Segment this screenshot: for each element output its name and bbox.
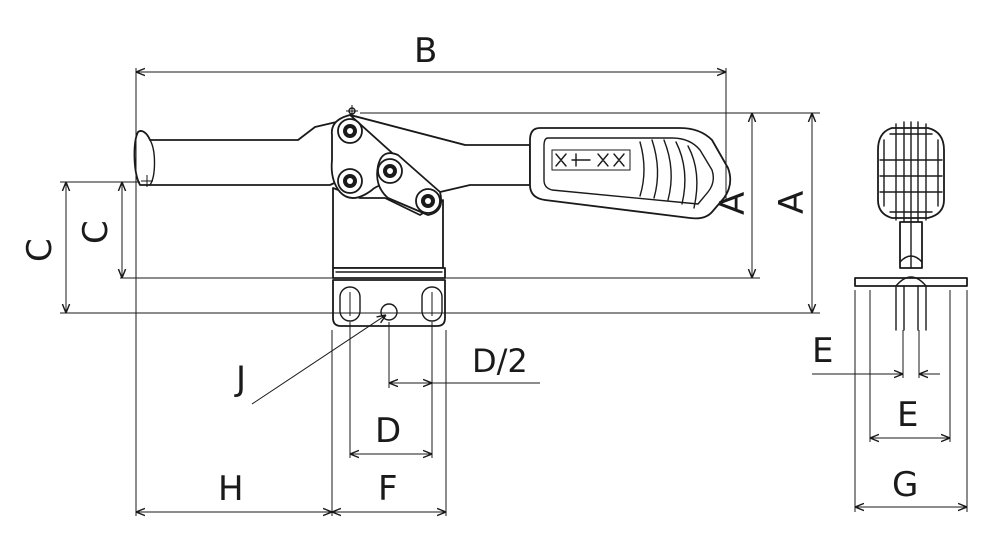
label-D: D <box>375 411 401 451</box>
pivot-bottom-left <box>337 168 363 194</box>
center-pin-hole <box>380 303 398 321</box>
mount-slot-left <box>339 286 361 322</box>
base-plate-top <box>332 267 446 279</box>
label-G: G <box>892 465 918 505</box>
dimension-labels: B A A C C H F D D/2 J G E E <box>20 31 918 509</box>
front-base-plate <box>854 277 968 287</box>
pivot-top-left <box>337 118 363 144</box>
grip-label-mark <box>551 149 631 171</box>
leader-line-J <box>251 315 386 405</box>
base-foot <box>332 279 446 327</box>
handle-grip <box>529 127 732 220</box>
grip-ribs <box>639 139 698 209</box>
pivot-link-bottom <box>415 188 441 214</box>
label-B: B <box>414 31 437 71</box>
label-F: F <box>378 469 398 509</box>
label-A-inner: A <box>713 192 753 215</box>
label-C-inner: C <box>76 220 116 244</box>
label-E-upper: E <box>812 331 833 371</box>
label-H: H <box>218 469 244 509</box>
label-D-half: D/2 <box>472 342 528 380</box>
dimensions <box>60 68 968 516</box>
arm-end-cap <box>149 139 156 186</box>
label-A-outer: A <box>772 191 812 214</box>
clamp-arm <box>133 119 346 186</box>
front-view <box>854 121 968 331</box>
label-J: J <box>234 359 246 399</box>
label-C-outer: C <box>20 238 60 262</box>
label-E-lower: E <box>897 395 918 435</box>
pivot-link-top <box>377 158 403 184</box>
mount-slot-right <box>421 286 443 322</box>
side-view <box>133 105 732 327</box>
